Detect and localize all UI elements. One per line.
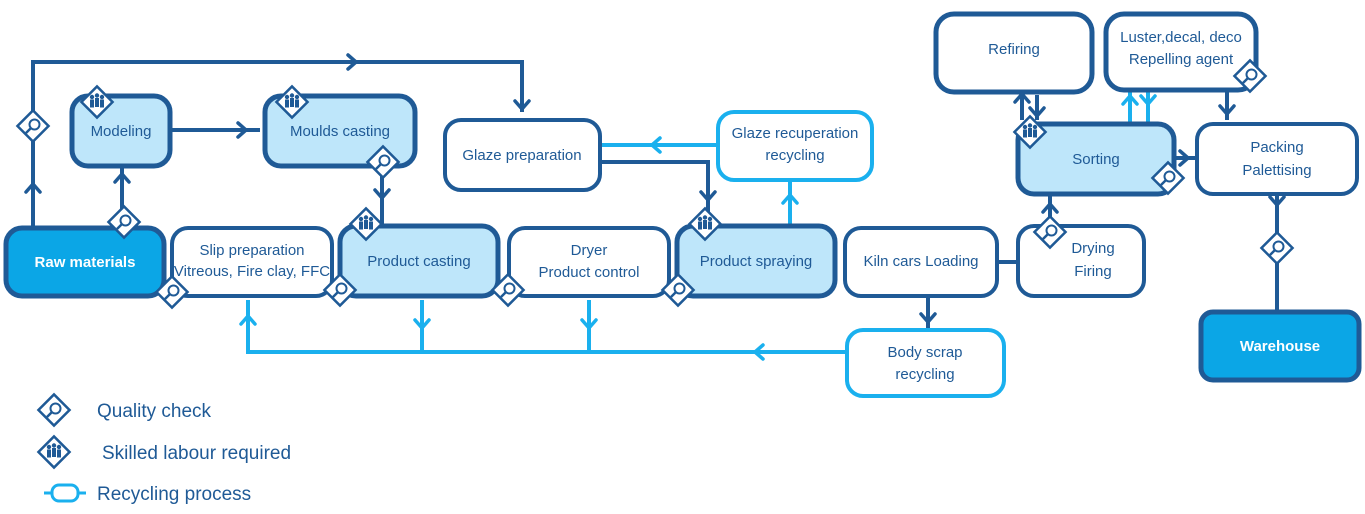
label-packing: Packing xyxy=(1250,139,1303,156)
node-packing-palettising: Packing Palettising xyxy=(1195,122,1359,196)
skilled-labour-icon xyxy=(37,435,71,469)
label-sorting: Sorting xyxy=(1072,151,1120,168)
node-kiln-cars-loading: Kiln cars Loading xyxy=(843,226,999,298)
quality-check-icon xyxy=(1260,231,1294,265)
label-warehouse: Warehouse xyxy=(1240,338,1320,355)
node-raw-materials: Raw materials xyxy=(3,225,167,299)
node-product-casting: Product casting xyxy=(337,223,501,299)
quality-check-icon xyxy=(37,393,71,427)
label-moulds-casting: Moulds casting xyxy=(290,123,390,140)
arrowheads xyxy=(24,53,1286,361)
node-body-scrap-recycling: Body scrap recycling xyxy=(845,328,1006,398)
label-body-scrap: Body scrap xyxy=(887,344,962,361)
legend-skilled-labour: Skilled labour required xyxy=(37,435,291,469)
legend-quality-check-label: Quality check xyxy=(97,401,212,422)
node-slip-preparation: Slip preparation Vitreous, Fire clay, FF… xyxy=(170,226,334,298)
label-drying: Drying xyxy=(1071,240,1114,257)
label-glaze-recycling: recycling xyxy=(765,147,824,164)
legend-quality-check: Quality check xyxy=(37,393,212,427)
node-refiring: Refiring xyxy=(933,11,1095,95)
node-warehouse: Warehouse xyxy=(1198,309,1362,383)
node-product-spraying: Product spraying xyxy=(674,223,838,299)
node-sorting: Sorting xyxy=(1015,121,1177,197)
label-product-spraying: Product spraying xyxy=(700,253,813,270)
label-slip-preparation: Slip preparation xyxy=(199,242,304,259)
node-moulds-casting: Moulds casting xyxy=(262,93,418,169)
quality-check-icon xyxy=(16,109,50,143)
label-slip-types: Vitreous, Fire clay, FFC xyxy=(174,263,330,280)
label-palettising: Palettising xyxy=(1242,162,1311,179)
label-luster-decal: Luster,decal, deco xyxy=(1120,29,1242,46)
label-modeling: Modeling xyxy=(91,123,152,140)
legend-skilled-labour-label: Skilled labour required xyxy=(102,443,291,464)
label-product-casting: Product casting xyxy=(367,253,470,270)
label-body-scrap-recycling: recycling xyxy=(895,366,954,383)
recycling-process-icon xyxy=(44,483,86,503)
legend-recycling-process: Recycling process xyxy=(44,483,251,505)
node-luster-decal-deco: Luster,decal, deco Repelling agent xyxy=(1103,11,1259,93)
node-glaze-preparation: Glaze preparation xyxy=(443,118,602,192)
label-glaze-recuperation: Glaze recuperation xyxy=(732,125,859,142)
legend: Quality check Skilled labour required Re… xyxy=(37,393,291,505)
legend-recycling-process-label: Recycling process xyxy=(97,484,251,505)
label-refiring: Refiring xyxy=(988,41,1040,58)
label-firing: Firing xyxy=(1074,263,1112,280)
label-repelling-agent: Repelling agent xyxy=(1129,51,1234,68)
label-product-control: Product control xyxy=(539,264,640,281)
node-dryer: Dryer Product control xyxy=(507,226,671,298)
label-dryer: Dryer xyxy=(571,242,608,259)
node-drying-firing: Drying Firing xyxy=(1016,224,1146,298)
label-kiln-cars-loading: Kiln cars Loading xyxy=(863,253,978,270)
label-raw-materials: Raw materials xyxy=(35,254,136,271)
node-glaze-recuperation: Glaze recuperation recycling xyxy=(716,110,874,182)
label-glaze-preparation: Glaze preparation xyxy=(462,147,581,164)
